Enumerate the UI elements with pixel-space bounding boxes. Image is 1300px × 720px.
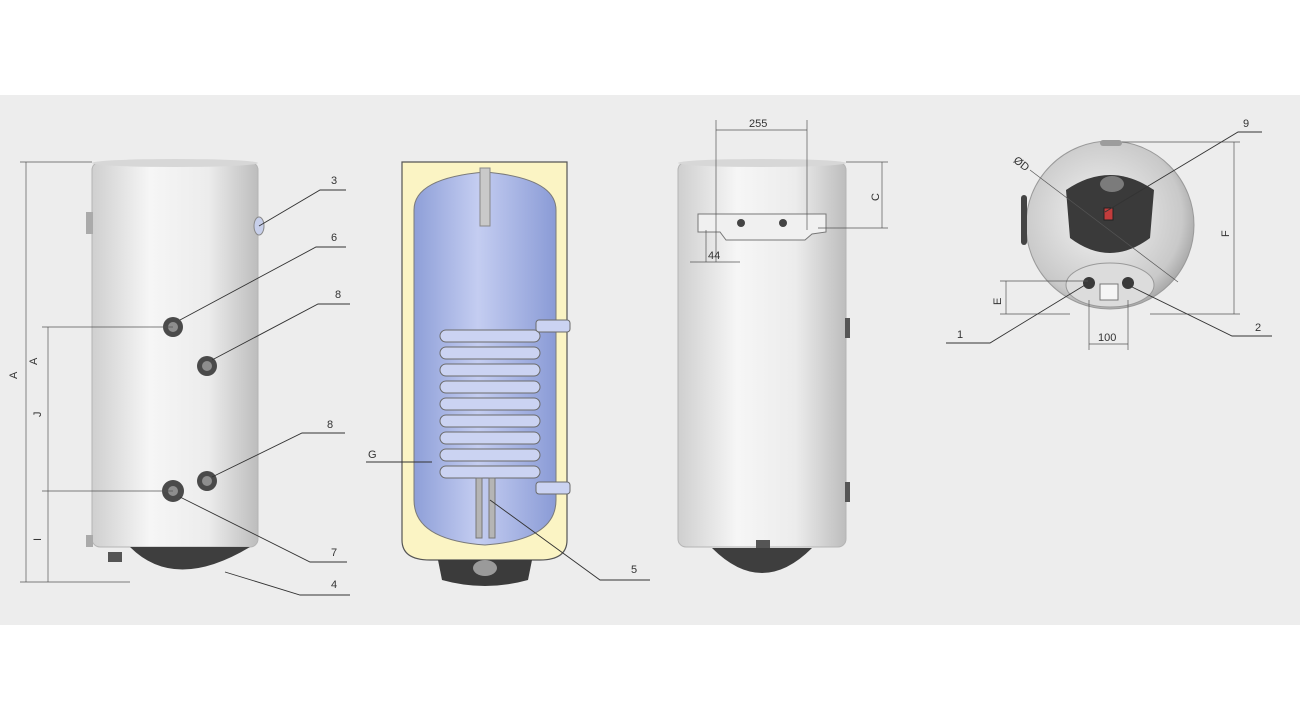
anode-rod [488, 477, 496, 539]
callout-5: 5 [631, 564, 637, 576]
wall-mounting-bracket [697, 213, 827, 241]
bracket-hole-left [737, 219, 745, 227]
flange-center [473, 560, 497, 576]
dim-J: J [32, 412, 44, 418]
callout-8-top: 8 [335, 289, 341, 301]
callout-7: 7 [331, 547, 337, 559]
indicator-light [1103, 207, 1114, 221]
callout-2: 2 [1255, 322, 1261, 334]
center-box [1099, 283, 1119, 301]
dim-A-inner: A [28, 357, 40, 365]
dim-F: F [1220, 230, 1232, 237]
rear-tank-top [678, 159, 846, 167]
tank-top-rim [92, 159, 258, 167]
dim-G: G [368, 449, 377, 461]
heat-exchanger-coil [439, 319, 571, 495]
inlet-pipe-1 [1083, 277, 1095, 289]
rear-bottom-cover [712, 548, 812, 573]
rear-view: 255 44 C [677, 118, 888, 573]
top-fitting [1100, 140, 1122, 146]
callout-9: 9 [1243, 118, 1249, 130]
callout-8-bottom: 8 [327, 419, 333, 431]
callout-1: 1 [957, 329, 963, 341]
top-outlet-pipe [479, 167, 491, 227]
callout-4: 4 [331, 579, 337, 591]
left-bracket [86, 212, 93, 234]
dim-100: 100 [1098, 332, 1116, 344]
bracket-hole-right [779, 219, 787, 227]
dim-I: I [32, 538, 44, 541]
side-fitting-top [845, 318, 850, 338]
dim-E: E [992, 298, 1004, 305]
side-fitting-bottom [845, 482, 850, 502]
pipe-connection-8-top-inner [202, 361, 212, 371]
dim-A-outer: A [8, 371, 20, 379]
dim-255: 255 [749, 118, 767, 130]
pipe-connection-8-bottom-inner [202, 476, 212, 486]
dim-C: C [870, 193, 882, 201]
bottom-cover [130, 547, 250, 570]
top-view: F E 100 ØD 9 1 2 [946, 118, 1272, 350]
cross-section-view: G 5 [366, 161, 650, 586]
callout-3: 3 [331, 175, 337, 187]
dim-44: 44 [708, 250, 720, 262]
thermostat-knob [1100, 176, 1124, 192]
heating-element [475, 477, 483, 539]
bottom-drain [108, 552, 122, 562]
side-handle [1021, 195, 1027, 245]
rear-bottom-valve [756, 540, 770, 548]
callout-6: 6 [331, 232, 337, 244]
side-view: A A J I 3 6 8 8 7 4 [8, 159, 350, 596]
left-bracket-bottom [86, 535, 93, 547]
